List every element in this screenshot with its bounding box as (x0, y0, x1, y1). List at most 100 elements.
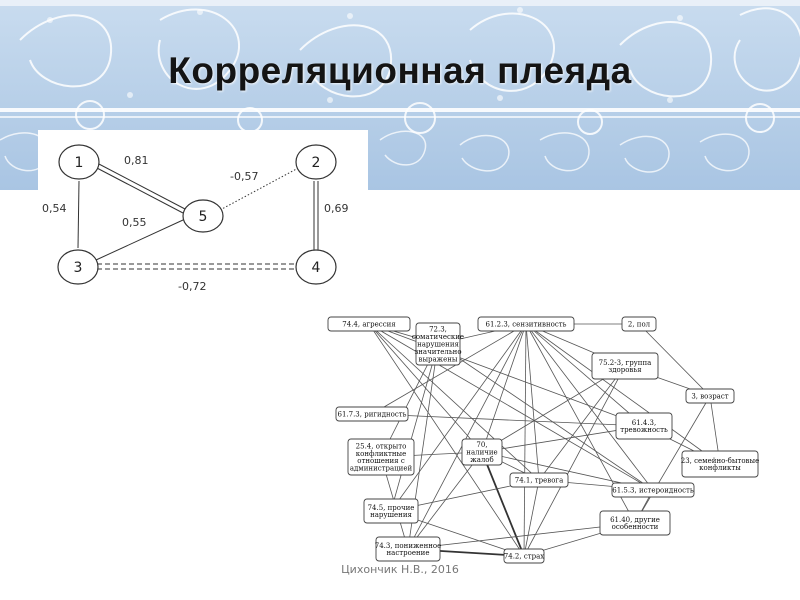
network-edge (525, 323, 654, 491)
edge-1-3 (77, 180, 80, 249)
network-node-label: конфликтные (356, 450, 406, 458)
network-node-box (681, 450, 759, 478)
network-edge (407, 522, 636, 550)
network-edge (481, 323, 527, 453)
node-3: 3 (57, 249, 99, 285)
network-node-box (461, 438, 503, 466)
network-node: 74.1, тревога (509, 472, 569, 488)
network-node-box (477, 316, 575, 332)
network-node-label: администрацией (350, 465, 413, 473)
network-node-label: 74.2, страх (504, 553, 544, 561)
network-node-label: 61.2.3, сензитивность (486, 321, 567, 329)
network-node-label: 61.5.3, истероидность (612, 487, 694, 495)
network-node-label: настроение (387, 549, 430, 557)
network-node-label: 25.4, открыто (356, 442, 407, 450)
network-node-label: 74.4, агрессия (342, 321, 396, 329)
network-node-label: 2, пол (628, 321, 651, 329)
network-node-box (347, 438, 415, 476)
edge-5-2 (219, 165, 303, 211)
network-node-label: нарушения (370, 511, 412, 519)
paisley-ornament (0, 0, 800, 173)
network-node: 61.5.3, истероидность (611, 482, 695, 498)
network-edges (368, 323, 721, 557)
network-node-label: 74.5, прочие (368, 504, 415, 512)
edge-label-2-4: 0,69 (324, 202, 349, 215)
node-1-label: 1 (75, 155, 84, 171)
network-node-box (599, 510, 671, 536)
network-node-label: соматические (412, 333, 464, 341)
edge-3-4 (97, 263, 297, 270)
network-node-label: 72.3, (429, 326, 447, 334)
network-node: 61.2.3, сензитивность (477, 316, 575, 332)
edge-label-5-2: -0,57 (230, 170, 258, 183)
network-node-box (327, 316, 411, 332)
network-edge (481, 451, 525, 557)
network-node-box (509, 472, 569, 488)
network-node: 72.3,соматическиенарушениязначительновыр… (412, 322, 464, 366)
network-node: 2, пол (621, 316, 657, 332)
node-3-label: 3 (74, 260, 83, 276)
network-node-box (375, 536, 441, 562)
network-edge (634, 395, 711, 524)
small-correlation-diagram: 1 2 3 4 5 0,81 0,54 0,55 -0,57 0,69 -0,7… (42, 144, 349, 293)
node-2-label: 2 (312, 155, 321, 171)
network-node: 74.4, агрессия (327, 316, 411, 332)
network-node-label: 61.4.3, (632, 419, 657, 427)
edge-label-1-5: 0,81 (124, 154, 149, 167)
network-edge (523, 323, 527, 557)
network-node-label: 23, семейно-бытовые (681, 457, 759, 465)
network-node-label: жалоб (470, 456, 494, 464)
network-edge (523, 365, 626, 557)
node-1: 1 (58, 144, 100, 180)
network-node: 61.7.3, ригидность (335, 406, 409, 422)
node-2: 2 (295, 144, 337, 180)
network-node-label: 70, (476, 441, 487, 449)
network-edge (437, 343, 654, 491)
network-edge (371, 323, 527, 415)
slide-title: Корреляционная плеяда (168, 50, 632, 91)
small-diagram-panel: 1 2 3 4 5 0,81 0,54 0,55 -0,57 0,69 -0,7… (38, 130, 368, 298)
network-node-box (363, 498, 419, 524)
network-node-box (415, 322, 461, 366)
network-node-label: 61.40, другие (610, 516, 660, 524)
edge-label-3-5: 0,55 (122, 216, 147, 229)
network-node-label: 3, возраст (691, 393, 728, 401)
network-node-box (685, 388, 735, 404)
network-edge (638, 323, 711, 397)
network-node-label: 75.2-3, группа (599, 359, 652, 367)
network-nodes: 74.4, агрессия72.3,соматическиенарушения… (327, 316, 759, 564)
node-4: 4 (295, 249, 337, 285)
network-node-label: особенности (612, 523, 659, 531)
network-node-label: здоровья (608, 366, 642, 374)
network-node-label: нарушения (417, 341, 459, 349)
network-node-label: наличие (466, 449, 497, 457)
node-4-label: 4 (312, 260, 321, 276)
node-5-label: 5 (199, 209, 208, 225)
footer-author: Цихончик Н.В., 2016 (341, 563, 459, 576)
network-node-box (503, 548, 545, 564)
node-5: 5 (182, 199, 224, 233)
network-node-box (335, 406, 409, 422)
network-edge (368, 323, 525, 557)
network-node-box (621, 316, 657, 332)
edge-1-5 (94, 162, 186, 214)
network-node: 3, возраст (685, 388, 735, 404)
network-edge (390, 343, 439, 512)
network-node-label: выражены (419, 355, 458, 363)
network-node-label: значительно (414, 348, 461, 356)
large-correlation-network: 74.4, агрессия72.3,соматическиенарушения… (327, 316, 759, 564)
network-node-label: 61.7.3, ригидность (338, 411, 407, 419)
edge-3-5 (95, 219, 184, 261)
network-edge (525, 323, 540, 481)
network-node-label: 74.3, пониженное (375, 542, 442, 550)
network-node: 74.2, страх (503, 548, 545, 564)
network-edge (371, 413, 645, 427)
network-edge (481, 365, 626, 453)
